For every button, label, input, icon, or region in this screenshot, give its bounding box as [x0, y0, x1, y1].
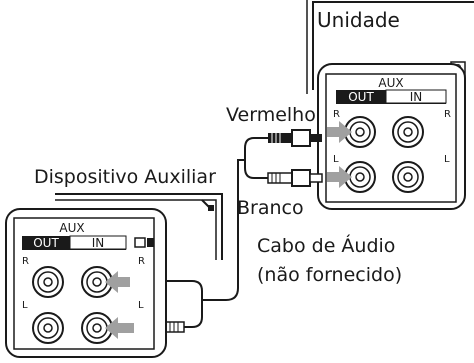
device-l-left: L: [22, 300, 28, 311]
white-label: Branco: [237, 197, 304, 219]
red-label: Vermelho: [226, 104, 316, 126]
unit-white-arrow: [327, 166, 352, 188]
unit-out-label: OUT: [348, 90, 374, 104]
device-r-left: R: [22, 256, 29, 267]
device-l-right: L: [138, 300, 144, 311]
device-jack-out-r: [32, 266, 64, 298]
main-unit-body: [312, 1, 474, 90]
unit-l-left: L: [333, 154, 339, 165]
device-out-label: OUT: [33, 236, 59, 250]
device-in-label: IN: [92, 236, 105, 250]
device-aux-title: AUX: [59, 221, 84, 235]
unit-l-right: L: [444, 154, 450, 165]
unit-r-right: R: [444, 109, 451, 120]
unit-jack-in-l: [392, 161, 424, 193]
aux-device-label: Dispositivo Auxiliar: [34, 166, 216, 188]
unit-jack-in-r: [392, 116, 424, 148]
unit-in-label: IN: [410, 90, 423, 104]
device-red-arrow: [105, 271, 130, 293]
upper-white-plug: [267, 169, 323, 187]
device-aux-panel: AUX OUT IN R R L L: [5, 208, 167, 358]
unit-aux-title: AUX: [378, 76, 403, 90]
unit-label: Unidade: [317, 8, 400, 32]
upper-red-plug: [268, 129, 322, 147]
device-jack-out-l: [32, 312, 64, 344]
device-white-arrow: [105, 317, 134, 339]
unit-jack-out-l: [344, 161, 376, 193]
device-r-right: R: [138, 256, 145, 267]
aux-device-body: [55, 193, 223, 260]
unit-r-left: R: [333, 109, 340, 120]
unit-red-arrow: [327, 121, 352, 143]
cable-label-line1: Cabo de Áudio: [257, 234, 395, 257]
cable-label-line2: (não fornecido): [257, 264, 402, 286]
aux-device: [55, 193, 223, 260]
unit-aux-panel: AUX OUT IN R R L L: [317, 63, 466, 210]
audio-cable: [140, 137, 268, 328]
